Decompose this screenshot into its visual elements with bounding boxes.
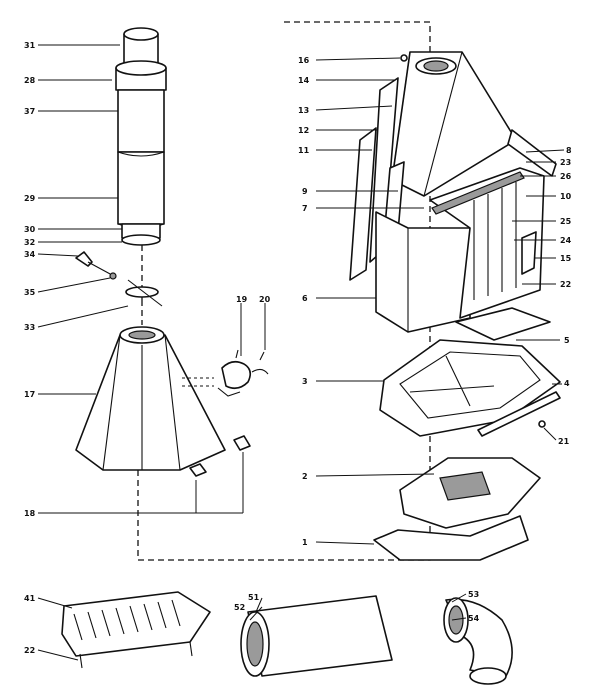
pipe-section-37 (117, 89, 165, 153)
callout-12: 12 (298, 126, 309, 135)
screw-16 (400, 54, 408, 62)
callout-28: 28 (24, 76, 36, 85)
callout-31: 31 (24, 41, 36, 50)
firebox-shell-6 (375, 129, 557, 333)
callout-11: 11 (298, 146, 310, 155)
callout-30: 30 (24, 225, 36, 234)
fire-grate-41 (61, 591, 211, 669)
callout-10: 10 (560, 192, 572, 201)
callout-33: 33 (24, 323, 35, 332)
callout-41: 41 (24, 594, 36, 603)
callout-25: 25 (560, 217, 572, 226)
callout-2: 2 (302, 472, 308, 481)
bracket-34 (75, 251, 93, 267)
elbow-pipe-53 (443, 597, 513, 685)
callout-13: 13 (298, 106, 309, 115)
callout-15: 15 (560, 254, 572, 263)
callout-7: 7 (302, 204, 308, 213)
panel-11 (349, 127, 377, 281)
rail-4-clip-21 (477, 391, 561, 437)
callout-26: 26 (560, 172, 572, 181)
floor-tray-3 (379, 339, 561, 437)
callout-32: 32 (24, 238, 35, 247)
grate-cover-2 (399, 457, 541, 529)
callout-29: 29 (24, 194, 36, 203)
hearth-plate-5 (455, 307, 551, 341)
callout-22-firebox: 22 (560, 280, 571, 289)
callout-22-grate: 22 (24, 646, 35, 655)
callout-52: 52 (234, 603, 245, 612)
leader-lines (37, 44, 565, 661)
callout-51: 51 (248, 593, 260, 602)
bracket-15 (521, 231, 537, 275)
callout-1: 1 (302, 538, 308, 547)
callout-14: 14 (298, 76, 310, 85)
callout-24: 24 (560, 236, 572, 245)
nut-35 (109, 272, 117, 280)
callout-54: 54 (468, 614, 480, 623)
small-fittings (75, 251, 163, 307)
callout-35: 35 (24, 288, 36, 297)
callout-5: 5 (564, 336, 570, 345)
damper-plate-33 (125, 286, 159, 298)
callout-18: 18 (24, 509, 36, 518)
callout-16: 16 (298, 56, 310, 65)
callout-8: 8 (566, 146, 572, 155)
firebox-hood (391, 51, 517, 197)
callout-20: 20 (259, 295, 271, 304)
callout-37: 37 (24, 107, 35, 116)
callout-21: 21 (558, 437, 570, 446)
callout-9: 9 (302, 187, 308, 196)
chimney-pipe-assembly (115, 27, 167, 246)
hood-clips-18 (189, 435, 251, 477)
straight-pipe-51 (240, 595, 393, 677)
callout-4: 4 (564, 379, 570, 388)
callout-23: 23 (560, 158, 571, 167)
callout-labels: 31 28 37 29 30 32 34 35 33 17 19 20 18 1… (24, 41, 572, 655)
callout-19: 19 (236, 295, 248, 304)
callout-34: 34 (24, 250, 36, 259)
lower-hood-17 (75, 326, 226, 471)
callout-17: 17 (24, 390, 35, 399)
callout-53: 53 (468, 590, 479, 599)
damper-linkage-19-20 (182, 349, 269, 397)
pipe-ring-32 (121, 234, 161, 246)
callout-3: 3 (302, 377, 308, 386)
callout-6: 6 (302, 294, 308, 303)
base-trim-1 (373, 515, 529, 561)
pipe-section-29 (117, 151, 165, 225)
